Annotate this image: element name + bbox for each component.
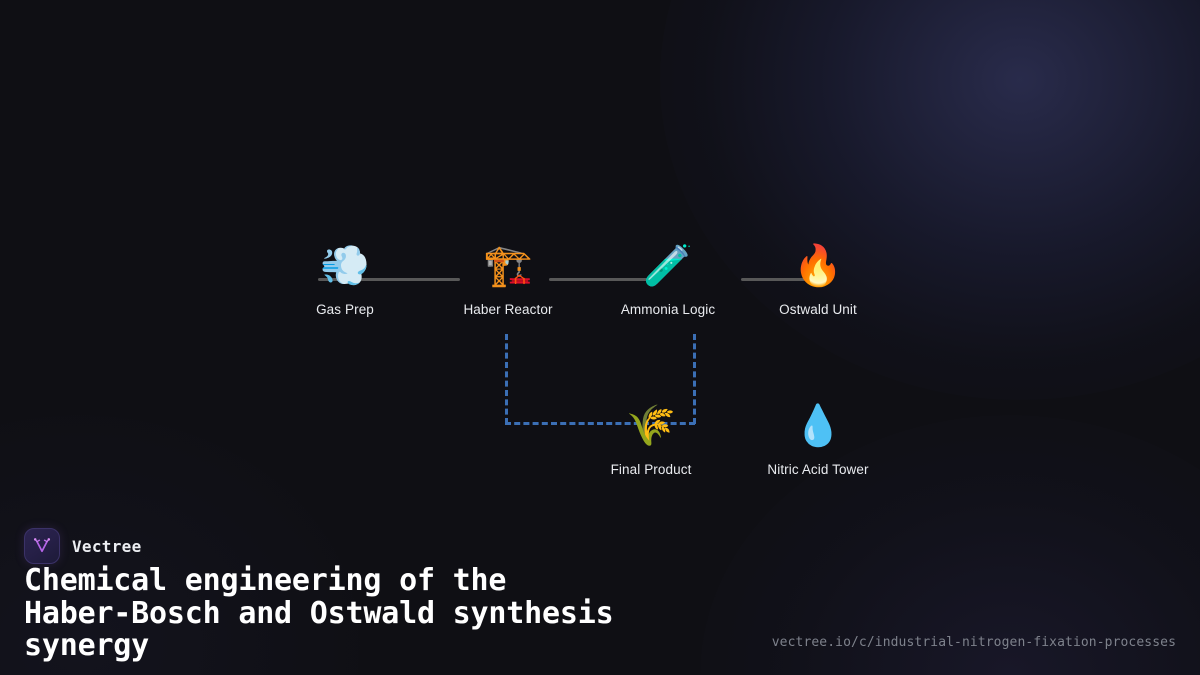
- wind-dash-icon: 💨: [320, 243, 370, 289]
- node-label-gas-prep: Gas Prep: [316, 302, 374, 317]
- node-ostwald-unit[interactable]: 🔥 Ostwald Unit: [733, 240, 903, 317]
- node-final-product[interactable]: 🌾 Final Product: [566, 400, 736, 477]
- vectree-logo-icon: [24, 528, 60, 564]
- node-haber-reactor[interactable]: 🏗️ Haber Reactor: [423, 240, 593, 317]
- edge-haber-reactor-down-dashed: [505, 334, 508, 424]
- droplet-icon: 💧: [793, 403, 843, 449]
- brand: Vectree: [24, 528, 142, 564]
- brand-name: Vectree: [72, 536, 142, 556]
- node-nitric-acid-tower[interactable]: 💧 Nitric Acid Tower: [733, 400, 903, 477]
- node-label-haber-reactor: Haber Reactor: [463, 302, 553, 317]
- edge-gas-prep-to-haber-reactor: [318, 278, 460, 281]
- sheaf-of-rice-icon: 🌾: [626, 403, 676, 449]
- node-gas-prep[interactable]: 💨 Gas Prep: [260, 240, 430, 317]
- node-label-ammonia-logic: Ammonia Logic: [620, 302, 716, 317]
- card-footer: Vectree Chemical engineering of the Habe…: [0, 495, 1200, 675]
- edge-final-product-row-dashed: [505, 422, 695, 425]
- node-label-ostwald-unit: Ostwald Unit: [779, 302, 857, 317]
- node-label-final-product: Final Product: [610, 462, 692, 477]
- node-label-nitric-acid-tower: Nitric Acid Tower: [767, 462, 869, 477]
- page-title: Chemical engineering of the Haber-Bosch …: [24, 563, 614, 663]
- fire-icon: 🔥: [793, 243, 843, 289]
- crane-icon: 🏗️: [483, 243, 533, 289]
- process-flow-diagram: 💨 Gas Prep 🏗️ Haber Reactor 🧪 Ammonia Lo…: [260, 240, 903, 477]
- test-tube-icon: 🧪: [643, 243, 693, 289]
- node-ammonia-logic[interactable]: 🧪 Ammonia Logic: [583, 240, 753, 317]
- edge-haber-reactor-to-ammonia-logic: [549, 278, 647, 281]
- share-url: vectree.io/c/industrial-nitrogen-fixatio…: [771, 635, 1176, 650]
